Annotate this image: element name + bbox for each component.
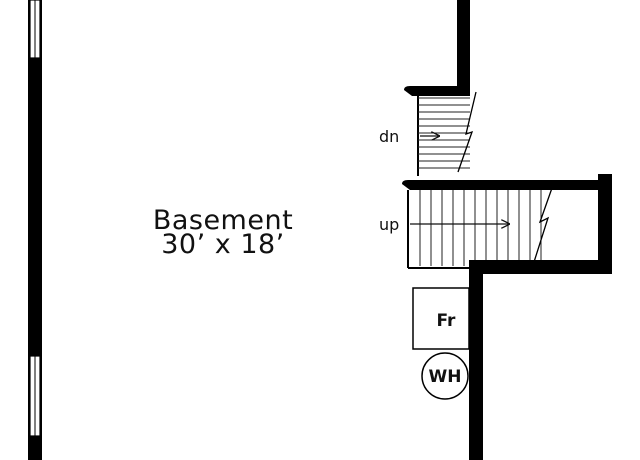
upper-right-wall xyxy=(457,0,470,90)
furnace-label: Fr xyxy=(437,311,457,331)
window-lower xyxy=(29,355,41,437)
lower-right-wall xyxy=(469,260,483,460)
stair-down-label: dn xyxy=(379,127,399,146)
room-name: Basement xyxy=(153,205,293,236)
stair-up-label: up xyxy=(379,215,399,234)
furnace: Fr xyxy=(412,287,470,350)
water-heater: WH xyxy=(421,352,469,400)
stair-enclosure-wall-right xyxy=(598,174,612,274)
window-upper xyxy=(29,0,41,59)
stair-enclosure-wall-bottom xyxy=(469,260,612,274)
left-exterior-wall xyxy=(28,0,42,460)
room-dimensions: 30’ x 18’ xyxy=(161,229,285,260)
water-heater-label: WH xyxy=(429,367,462,387)
stair-up: up xyxy=(379,180,606,269)
stair-break-line xyxy=(457,91,477,173)
stair-down: dn xyxy=(379,86,477,176)
stair-break-line xyxy=(533,187,553,263)
